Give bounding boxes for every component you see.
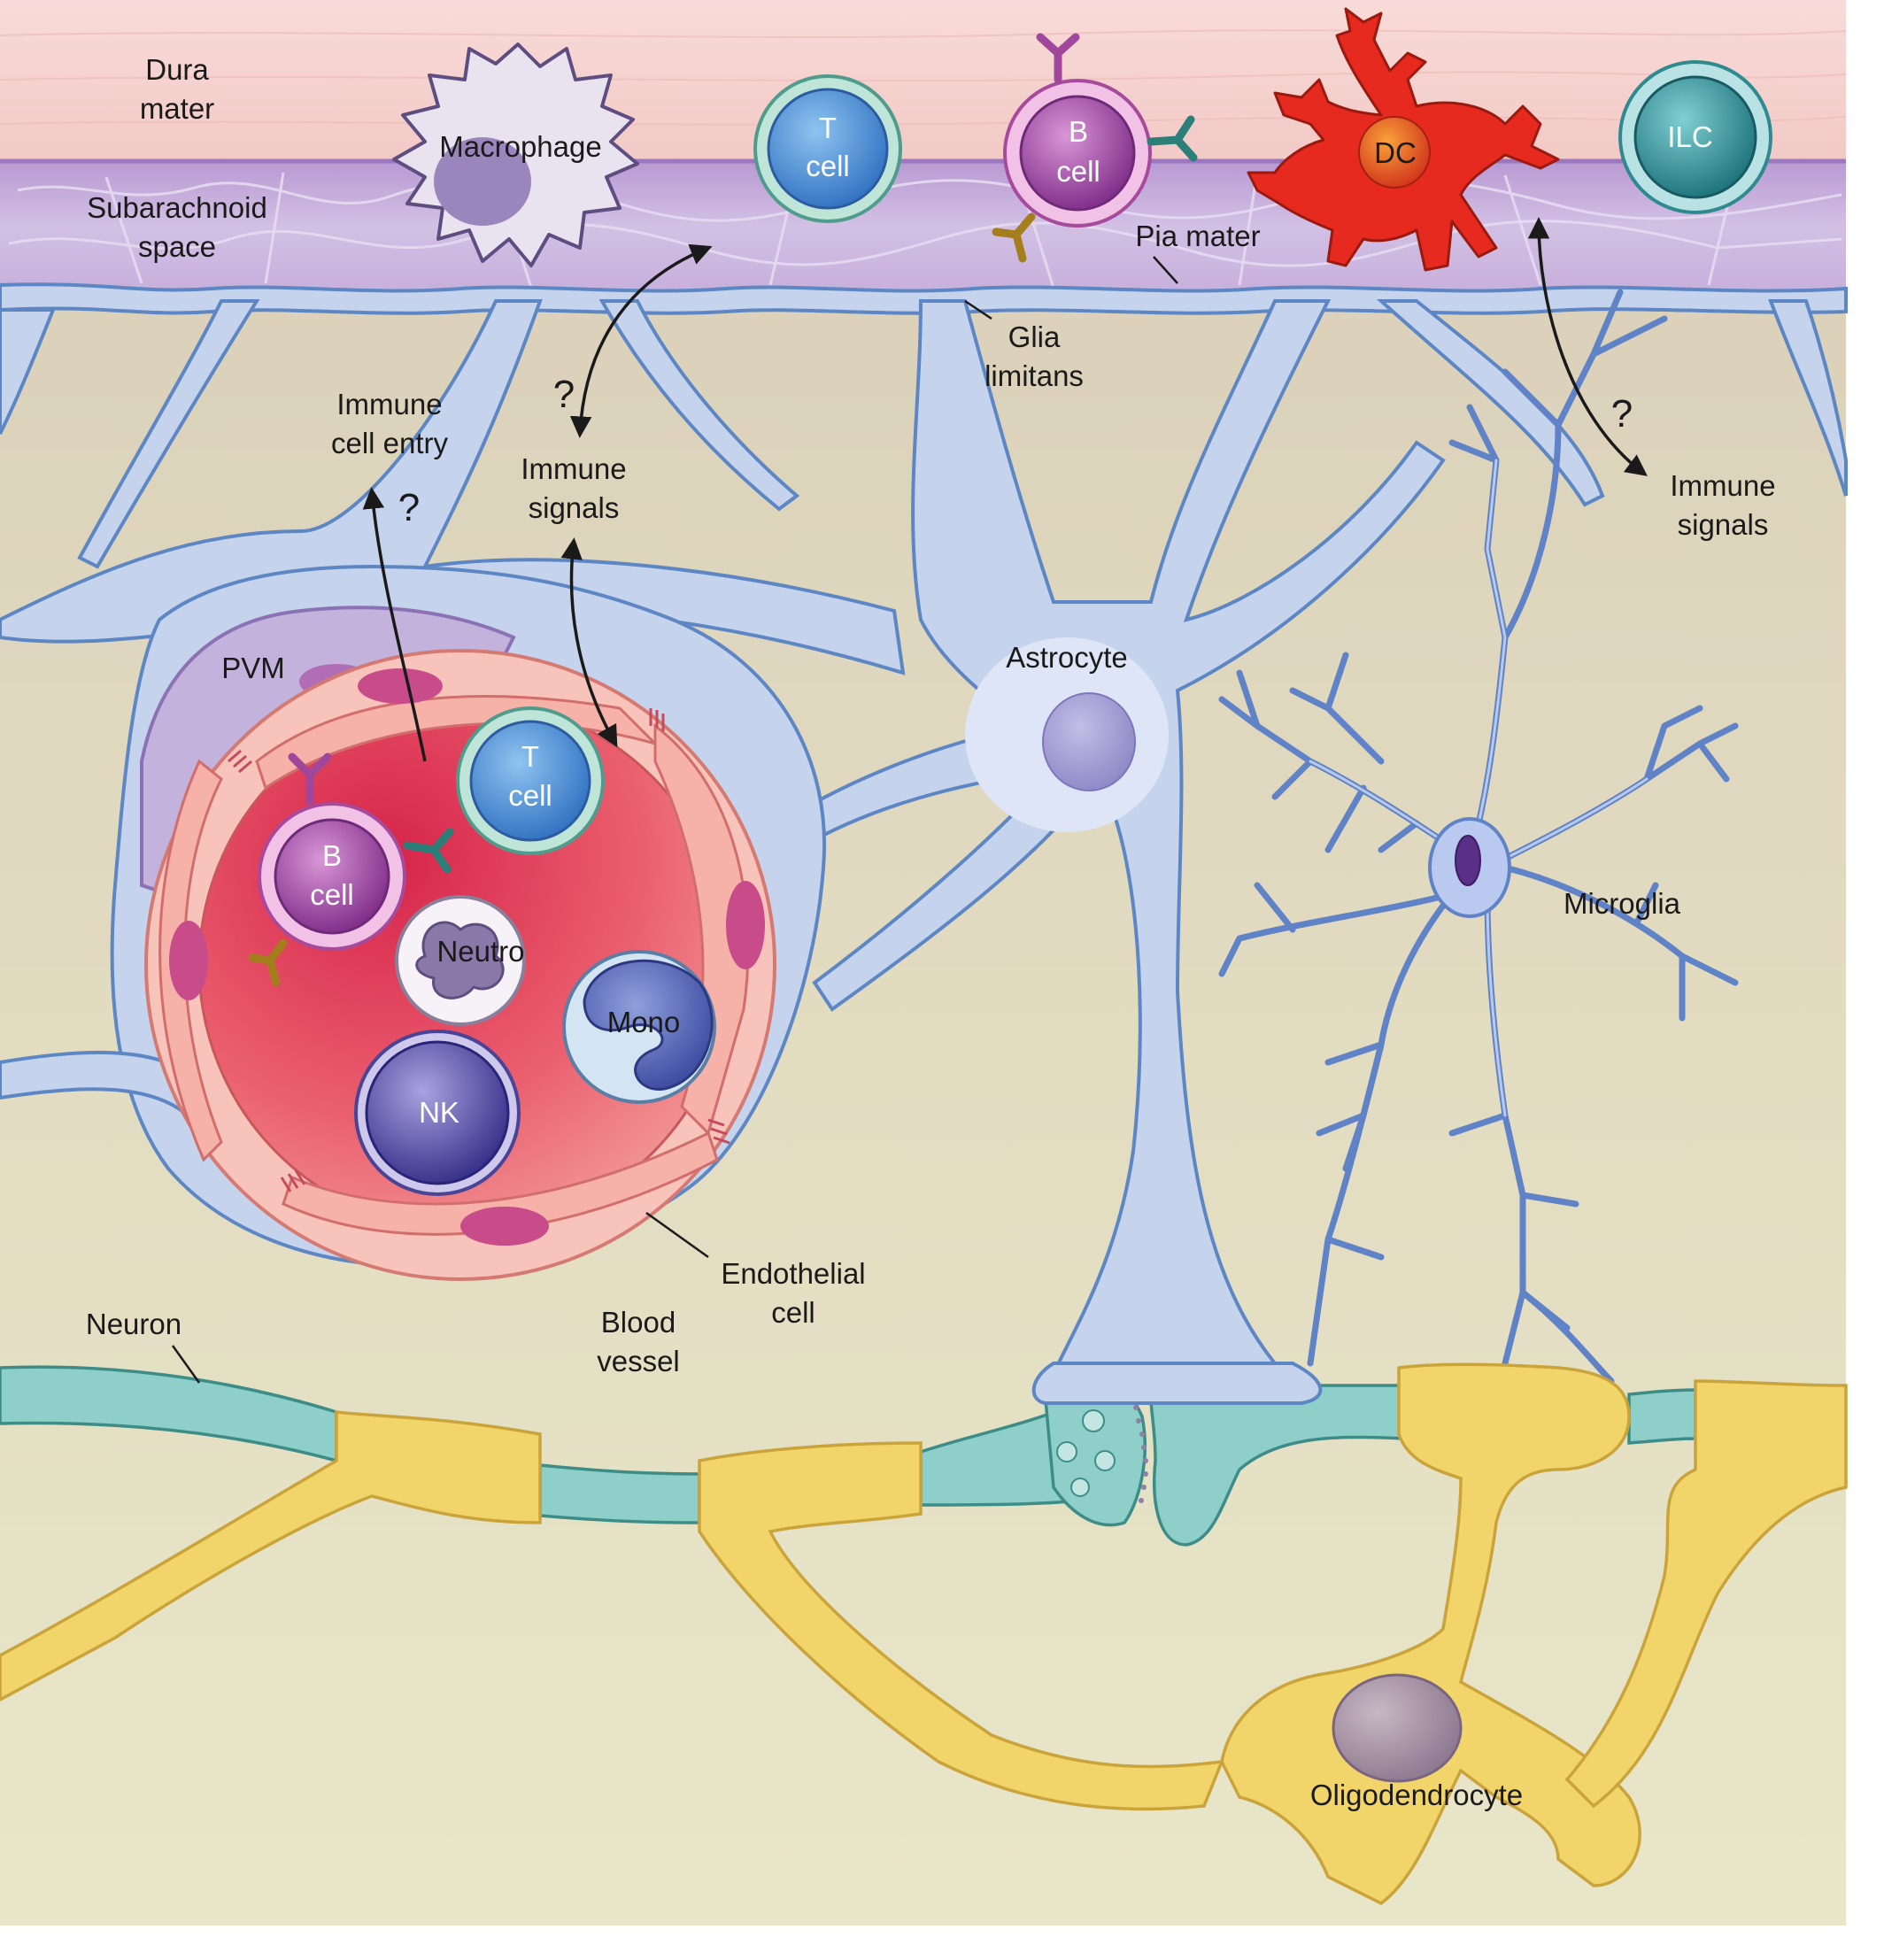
question-mark-cell-entry: ? — [398, 486, 420, 529]
immune-signals-right-arrow — [1527, 217, 1648, 476]
label-neuron: Neuron — [86, 1308, 181, 1340]
macrophage-cell — [392, 42, 639, 267]
antibody-teal — [403, 828, 454, 874]
label-ilc: ILC — [1667, 120, 1712, 153]
label-microglia: Microglia — [1564, 887, 1681, 920]
label-pia-mater: Pia mater — [1135, 220, 1260, 252]
meningeal-t-cell — [753, 74, 902, 223]
question-mark-signals-right: ? — [1611, 392, 1633, 436]
antibody-gold — [248, 938, 288, 987]
label-pvm: PVM — [221, 652, 285, 684]
glia-limitans-leader — [964, 299, 992, 320]
microglia-nucleus — [1455, 835, 1481, 886]
label-dc: DC — [1374, 136, 1417, 169]
oligodendrocyte-nucleus — [1332, 1673, 1463, 1783]
label-nk: NK — [419, 1096, 459, 1129]
ilc-cell — [1618, 60, 1772, 214]
vessel-monocyte — [562, 950, 716, 1104]
macrophage-nucleus — [434, 137, 531, 226]
vessel-b-cell — [248, 752, 454, 987]
endothelial-cell-left — [158, 759, 223, 1162]
label-neutro: Neutro — [436, 935, 524, 968]
immune-cell-entry-arrow — [362, 487, 427, 762]
pia-mater-leader — [1153, 256, 1178, 284]
label-macrophage: Macrophage — [439, 130, 601, 163]
vessel-neutrophil — [395, 895, 526, 1026]
immune-signals-left-arrow-vessel — [560, 537, 618, 748]
label-mono: Mono — [607, 1006, 681, 1038]
neuron-leader — [171, 1345, 201, 1384]
oligodendrocyte-cell — [0, 1362, 1848, 1906]
meningeal-b-cell — [992, 33, 1198, 263]
neuron-axon — [0, 1365, 1697, 1547]
astrocyte-nucleus — [1042, 692, 1136, 791]
endothelial-cell-bottom — [282, 1130, 719, 1236]
question-mark-signals-left: ? — [553, 373, 575, 416]
pia-mater-layer — [0, 159, 1846, 293]
vessel-nk-cell — [354, 1030, 521, 1196]
immune-signals-left-arrow-meninges — [569, 243, 713, 438]
endothelial-cell-leader — [645, 1211, 709, 1259]
antibody-purple — [288, 752, 332, 806]
dendritic-cell — [1247, 7, 1560, 272]
astrocyte-endfoot-synapse — [1031, 1362, 1323, 1405]
label-oligodendrocyte: Oligodendrocyte — [1310, 1779, 1523, 1811]
endothelial-cell-right — [653, 722, 750, 1136]
label-astrocyte: Astrocyte — [1006, 641, 1128, 674]
dc-nucleus — [1358, 116, 1431, 189]
